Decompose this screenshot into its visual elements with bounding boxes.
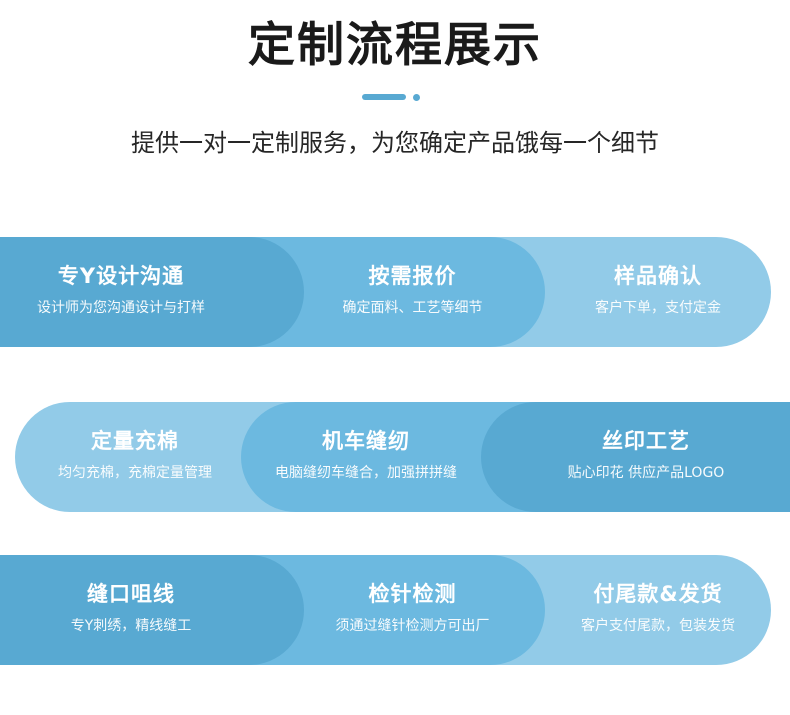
step-desc: 客户支付尾款，包装发货 [581, 618, 735, 634]
step-desc: 专Y刺绣，精线缝工 [70, 618, 192, 634]
step-desc: 确定面料、工艺等细节 [342, 300, 483, 316]
page-title: 定制流程展示 [248, 18, 542, 73]
process-row-3: 付尾款&发货 客户支付尾款，包装发货 检针检测 须通过缝针检测方可出厂 缝口咀线… [0, 555, 790, 665]
divider-dot [413, 93, 420, 101]
page-subtitle: 提供一对一定制服务，为您确定产品饿每一个细节 [131, 129, 659, 157]
step-title: 付尾款&发货 [593, 582, 723, 606]
step-desc: 均匀充棉，充棉定量管理 [58, 465, 212, 481]
step-title: 定量充棉 [91, 429, 179, 453]
step-title: 专Y设计沟通 [57, 264, 185, 288]
step-desc: 客户下单，支付定金 [595, 300, 721, 316]
step-desc: 须通过缝针检测方可出厂 [335, 618, 490, 634]
step-title: 样品确认 [614, 264, 702, 288]
step-title: 检针检测 [368, 582, 457, 606]
step-card-6: 丝印工艺 贴心印花 供应产品LOGO [481, 402, 790, 512]
step-desc: 设计师为您沟通设计与打样 [37, 300, 205, 316]
step-title: 丝印工艺 [602, 429, 690, 453]
step-desc: 电脑缝纫车缝合，加强拼拼缝 [275, 465, 457, 481]
process-row-1: 样品确认 客户下单，支付定金 按需报价 确定面料、工艺等细节 专Y设计沟通 设计… [0, 237, 790, 347]
process-row-2: 定量充棉 均匀充棉，充棉定量管理 机车缝纫 电脑缝纫车缝合，加强拼拼缝 丝印工艺… [0, 402, 790, 512]
divider-bar [362, 94, 406, 100]
step-card-7: 缝口咀线 专Y刺绣，精线缝工 [0, 555, 304, 665]
step-desc: 贴心印花 供应产品LOGO [567, 465, 725, 481]
step-card-1: 专Y设计沟通 设计师为您沟通设计与打样 [0, 237, 304, 347]
step-title: 机车缝纫 [322, 429, 410, 453]
step-title: 按需报价 [368, 264, 457, 288]
step-title: 缝口咀线 [87, 582, 175, 606]
